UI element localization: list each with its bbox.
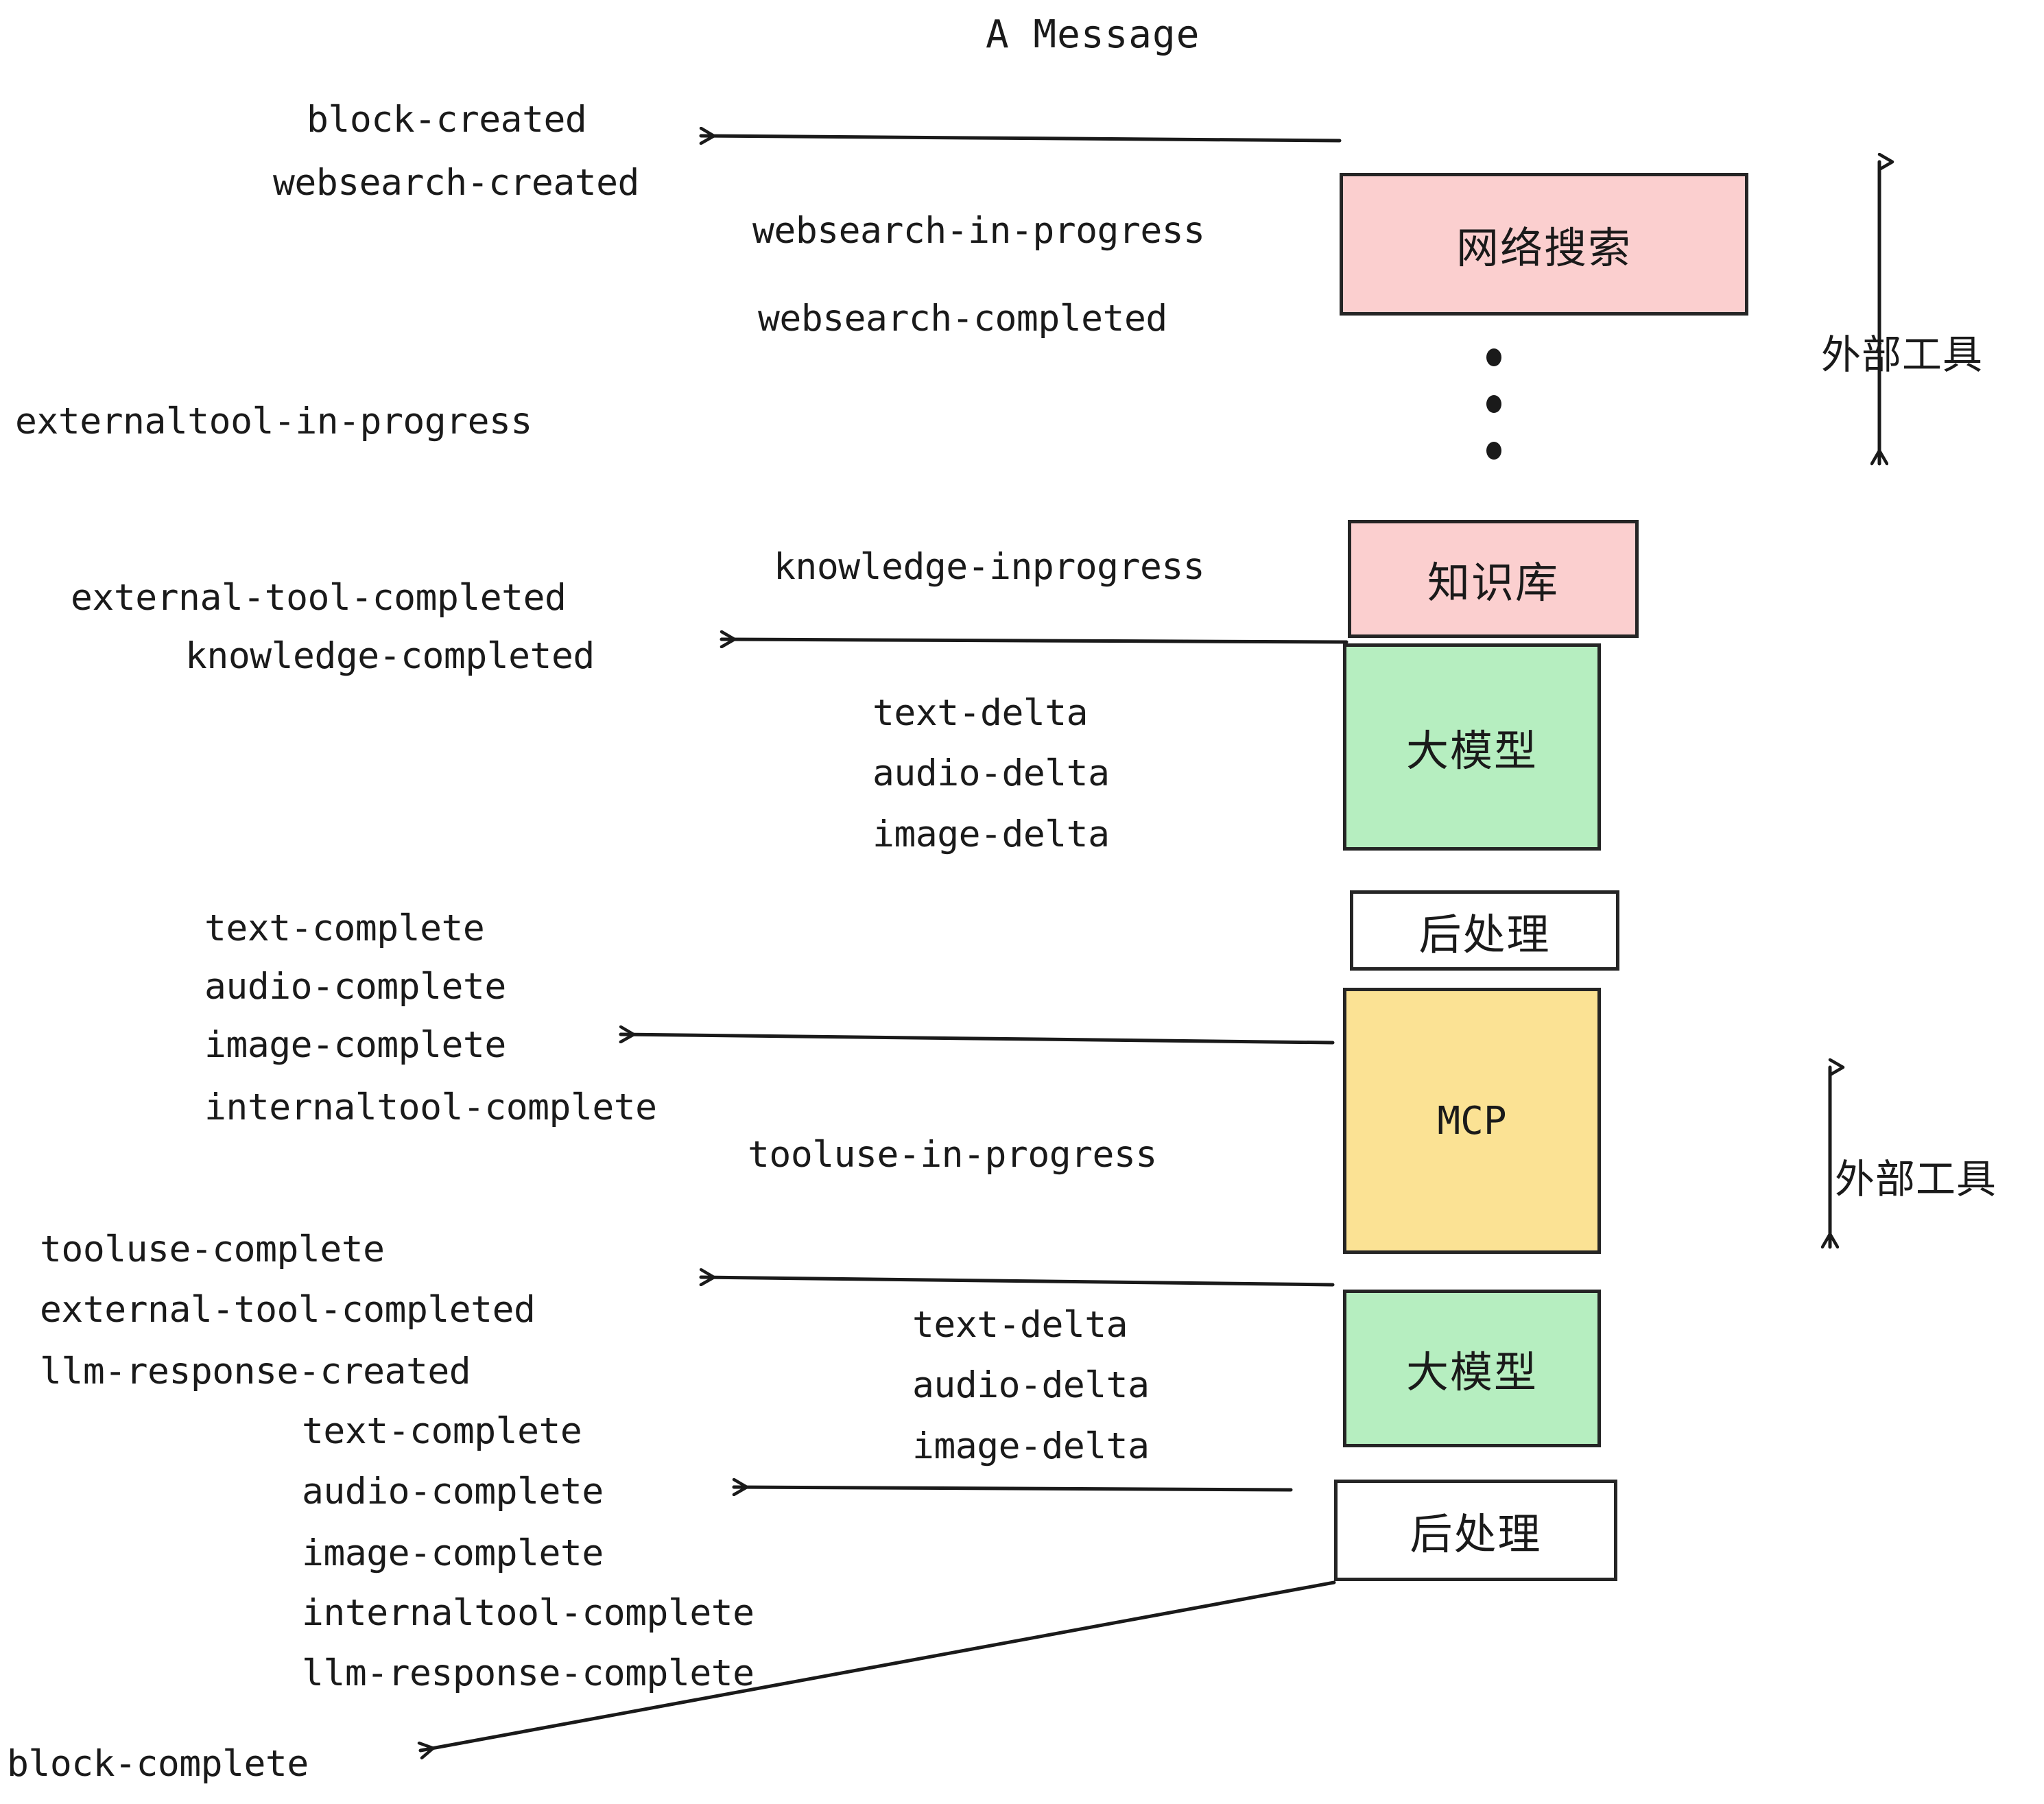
event-label: text-delta	[872, 692, 1089, 734]
event-label: external-tool-completed	[40, 1289, 536, 1331]
event-label: llm-response-created	[40, 1351, 471, 1392]
event-label: text-complete	[204, 907, 485, 949]
arrow-block-complete	[420, 1580, 1336, 1750]
event-label: audio-complete	[302, 1471, 604, 1512]
arrow-audio-complete	[732, 1487, 1293, 1490]
event-label: audio-complete	[204, 966, 506, 1008]
node-llm-bottom: 大模型	[1343, 1290, 1601, 1447]
arrow-block-created	[699, 136, 1342, 141]
event-label: text-delta	[912, 1304, 1128, 1346]
event-label: audio-delta	[912, 1364, 1150, 1406]
event-label: websearch-in-progress	[752, 210, 1205, 252]
event-label: external-tool-completed	[71, 577, 567, 619]
event-label: llm-response-complete	[302, 1652, 754, 1694]
event-label: text-complete	[302, 1410, 582, 1452]
event-label: image-complete	[302, 1532, 604, 1574]
event-label: knowledge-completed	[185, 635, 595, 677]
arrow-tooluse-complete	[699, 1277, 1335, 1287]
side-label-external-tool-bottom: 外部工具	[1835, 1156, 1997, 1202]
event-label: tooluse-complete	[40, 1229, 385, 1270]
event-label: image-complete	[204, 1024, 506, 1066]
node-mcp: MCP	[1343, 988, 1601, 1254]
node-websearch: 网络搜索	[1340, 173, 1748, 316]
event-label: internaltool-complete	[302, 1592, 754, 1634]
event-label: internaltool-complete	[204, 1087, 657, 1128]
event-label: knowledge-inprogress	[774, 546, 1205, 588]
vertical-ellipsis-icon	[1486, 348, 1501, 460]
arrow-knowledge-completed	[720, 639, 1348, 642]
event-label: image-delta	[872, 814, 1110, 855]
node-knowledge: 知识库	[1348, 520, 1639, 638]
node-post-top: 后处理	[1350, 890, 1619, 971]
side-label-external-tool-top: 外部工具	[1821, 331, 1984, 378]
node-llm-top: 大模型	[1343, 643, 1601, 851]
node-post-bottom: 后处理	[1334, 1480, 1617, 1581]
event-label: externaltool-in-progress	[15, 401, 532, 442]
event-label: image-delta	[912, 1425, 1150, 1467]
event-label: tooluse-in-progress	[748, 1134, 1157, 1176]
event-label: block-created	[307, 99, 587, 141]
event-label: websearch-completed	[758, 298, 1167, 340]
arrow-image-complete	[619, 1034, 1335, 1045]
event-label: block-complete	[7, 1743, 309, 1785]
event-label: audio-delta	[872, 752, 1110, 794]
event-label: websearch-created	[273, 162, 639, 204]
page-title: A Message	[986, 12, 1200, 57]
